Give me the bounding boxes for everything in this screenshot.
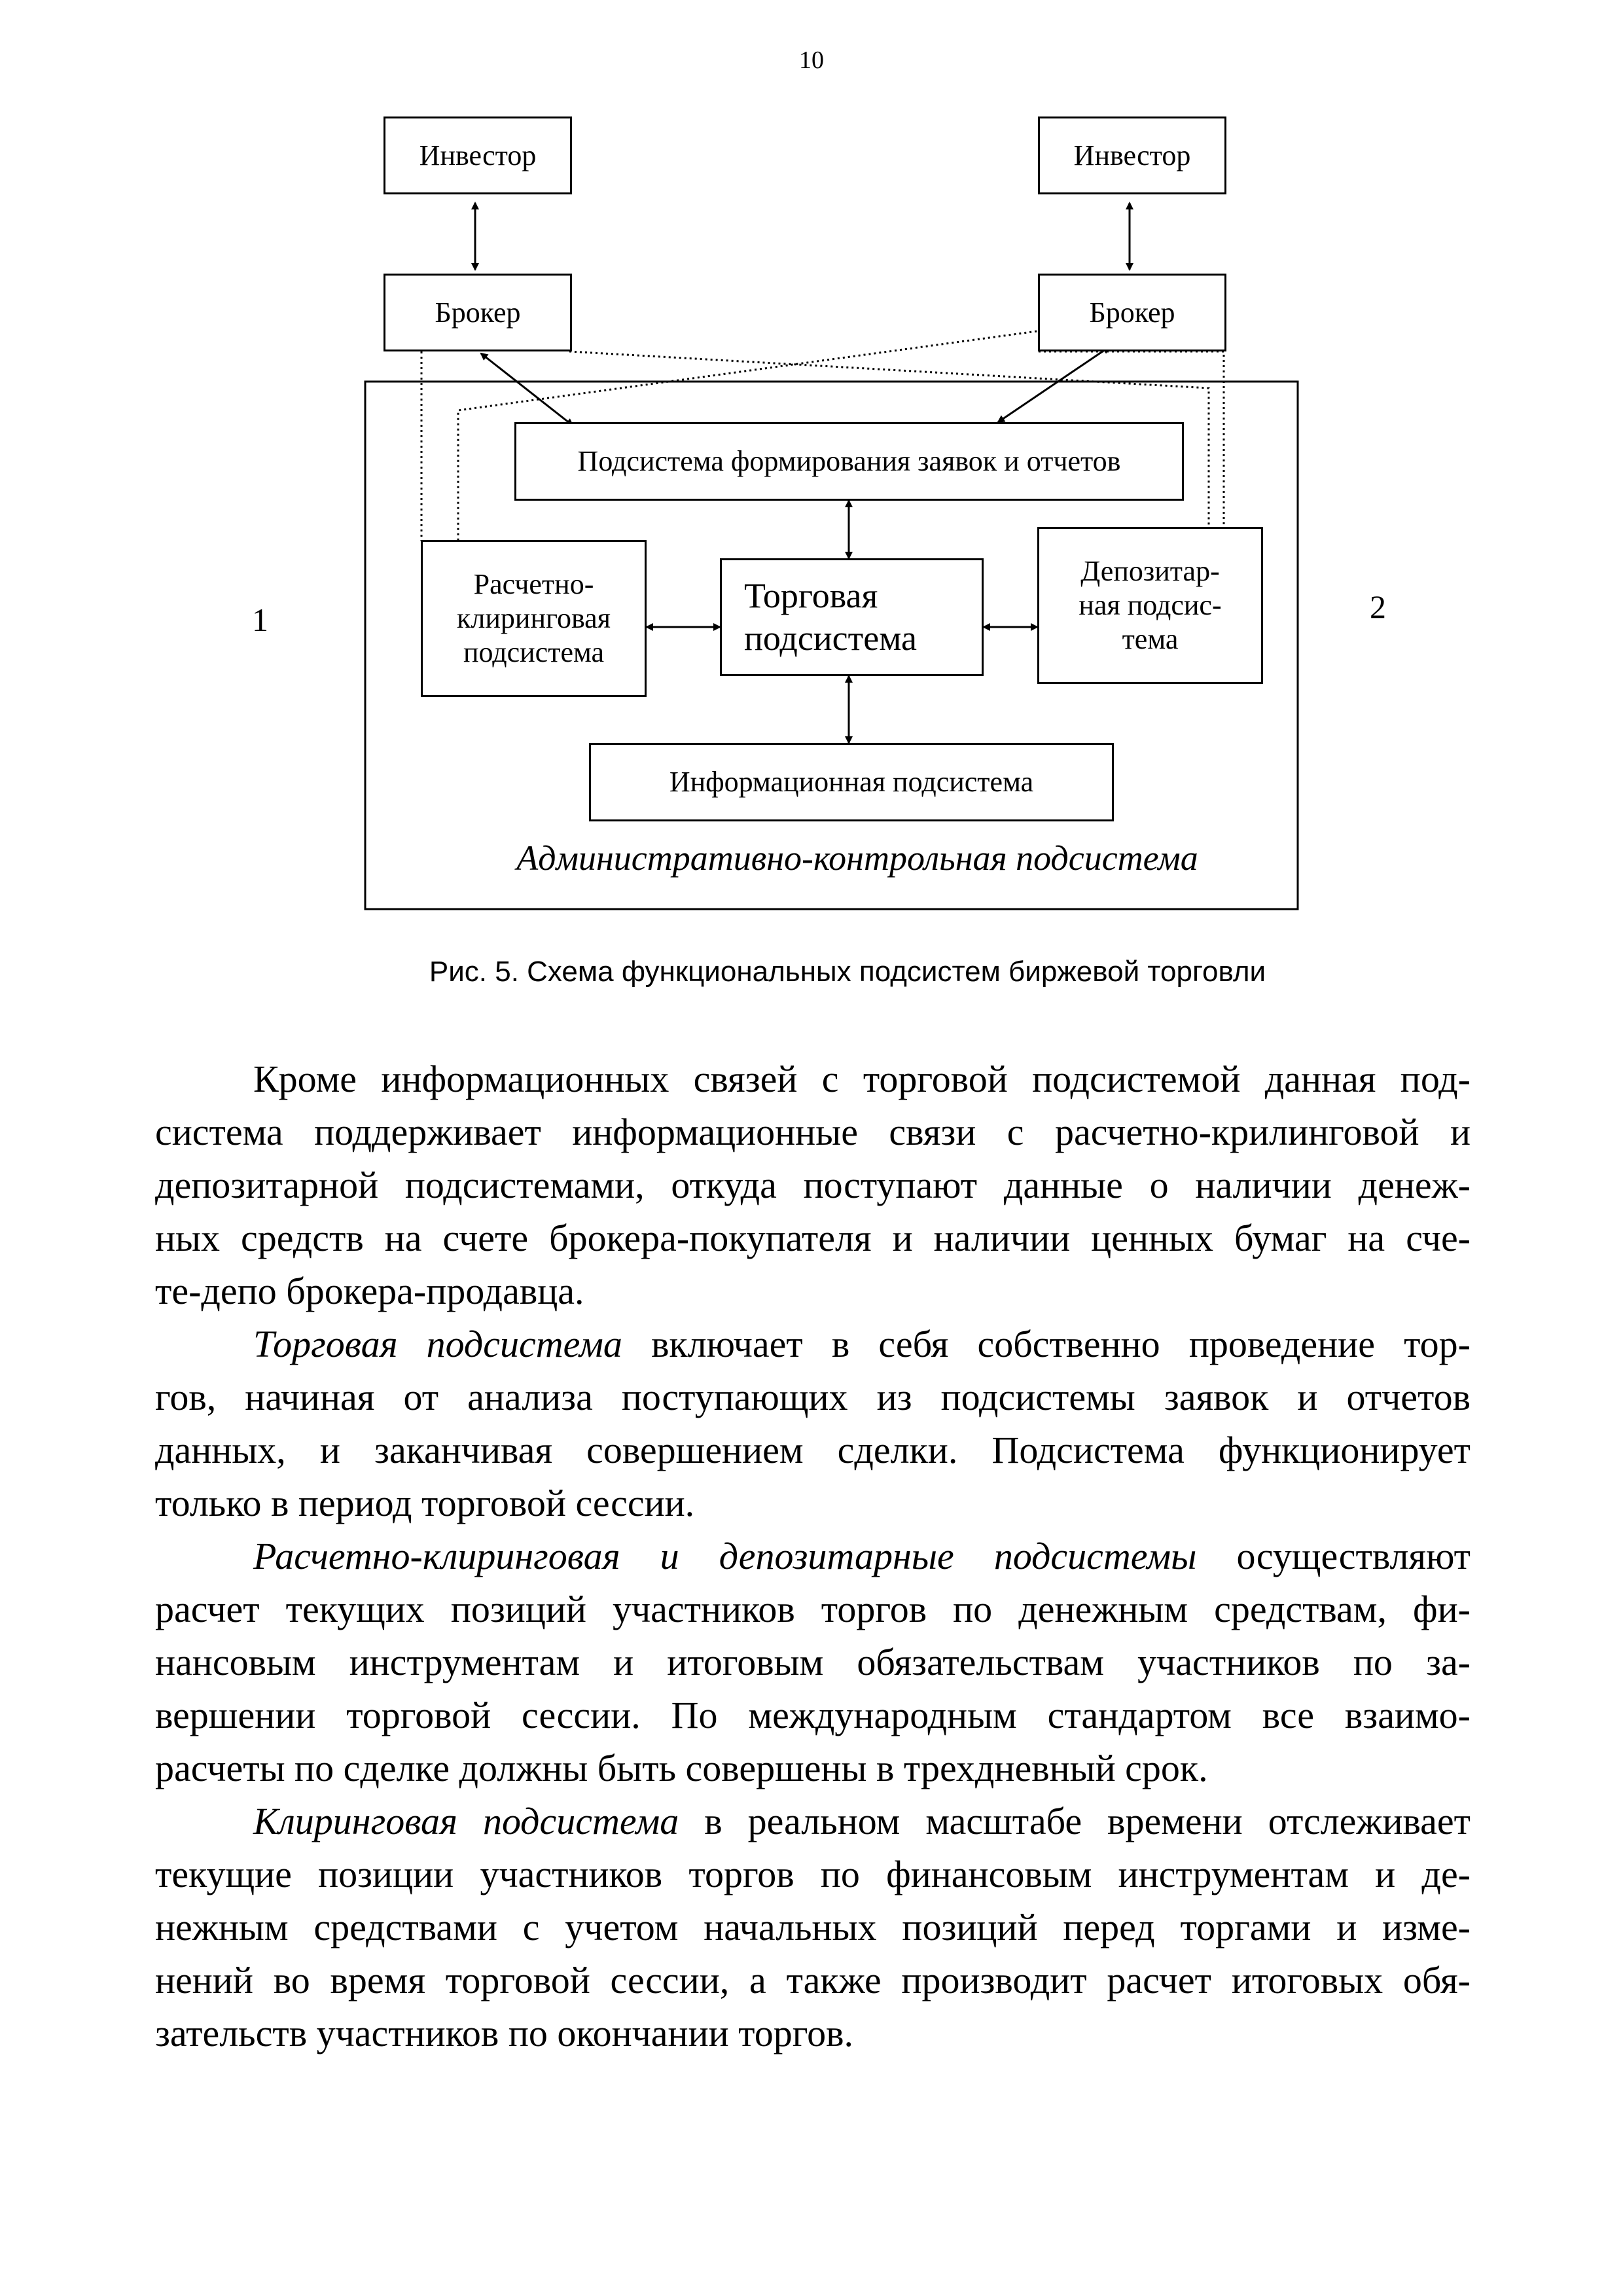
p1-line-2: система поддерживает информационные связ…	[155, 1111, 1471, 1153]
trading-line-1: Торговая	[744, 576, 878, 616]
broker-left-box: Брокер	[383, 274, 572, 351]
paragraph-3: Расчетно-клиринговая и депозитарные подс…	[155, 1530, 1471, 1795]
trading-line-2: подсистема	[744, 619, 917, 658]
broker-right-box: Брокер	[1038, 274, 1226, 351]
info-subsystem-label: Информационная подсистема	[669, 766, 1034, 798]
admin-subsystem-frame	[364, 380, 1299, 910]
p4-italic-lead: Клиринговая подсистема	[253, 1800, 679, 1842]
p4-line-5: зательств участников по окончании торгов…	[155, 2012, 853, 2054]
depository-line-2: ная подсис-	[1079, 589, 1222, 622]
subsystems-diagram: Инвестор Инвестор Брокер Брокер Подсисте…	[0, 0, 1623, 949]
paragraph-2: Торговая подсистема включает в себя собс…	[155, 1318, 1471, 1530]
body-text: Кроме информационных связей с торговой п…	[155, 1052, 1471, 2060]
clearing-line-2: клиринговая	[457, 602, 611, 635]
figure-caption: Рис. 5. Схема функциональных подсистем б…	[429, 956, 1266, 988]
diagram-connectors	[364, 202, 1299, 910]
admin-subsystem-label: Административно-контрольная подсистема	[516, 838, 1198, 878]
p2-line-2: гов, начиная от анализа поступающих из п…	[155, 1376, 1471, 1418]
page-number: 10	[799, 46, 824, 74]
paragraph-1: Кроме информационных связей с торговой п…	[155, 1052, 1471, 1318]
p3-line-2: расчет текущих позиций участников торгов…	[155, 1588, 1471, 1630]
investor-right-box: Инвестор	[1038, 117, 1226, 194]
p4-line-3: нежным средствами с учетом начальных поз…	[155, 1906, 1471, 1948]
p3-line-4: вершении торговой сессии. По международн…	[155, 1694, 1471, 1736]
clearing-subsystem-box: Расчетно- клиринговая подсистема	[421, 540, 647, 697]
p3-line-5: расчеты по сделке должны быть совершены …	[155, 1747, 1208, 1789]
label-right: 2	[1370, 588, 1386, 625]
broker-right-orders-arrow	[997, 346, 1111, 423]
orders-subsystem-box: Подсистема формирования заявок и отчетов	[514, 422, 1184, 501]
investor-left-label: Инвестор	[419, 139, 537, 171]
trading-subsystem-box: Торговая подсистема	[720, 558, 984, 676]
paragraph-4: Клиринговая подсистема в реальном масшта…	[155, 1795, 1471, 2060]
p2-line-3: данных, и заканчивая совершением сделки.…	[155, 1429, 1471, 1471]
broker-right-label: Брокер	[1089, 296, 1175, 329]
p4-line-2: текущие позиции участников торгов по фин…	[155, 1853, 1471, 1895]
investor-right-label: Инвестор	[1073, 139, 1191, 171]
p1-line-3: депозитарной подсистемами, откуда поступ…	[155, 1164, 1471, 1206]
p1-line-4: ных средств на счете брокера-покупателя …	[155, 1217, 1471, 1259]
label-left: 1	[252, 601, 268, 638]
depository-subsystem-box: Депозитар- ная подсис- тема	[1037, 527, 1263, 684]
p4-line-1: в реальном масштабе времени отслеживает	[679, 1800, 1471, 1842]
p1-line-1: Кроме информационных связей с торговой п…	[253, 1058, 1471, 1100]
p3-line-3: нансовым инструментам и итоговым обязате…	[155, 1641, 1471, 1683]
depository-line-1: Депозитар-	[1080, 555, 1220, 588]
p1-line-5: те-депо брокера-продавца.	[155, 1270, 584, 1312]
info-subsystem-box: Информационная подсистема	[589, 743, 1114, 821]
broker-left-orders-arrow	[480, 352, 574, 427]
clearing-line-1: Расчетно-	[473, 568, 594, 601]
orders-subsystem-label: Подсистема формирования заявок и отчетов	[577, 445, 1121, 478]
clearing-line-3: подсистема	[463, 636, 605, 668]
p2-line-4: только в период торговой сессии.	[155, 1482, 695, 1524]
p4-line-4: нений во время торговой сессии, а также …	[155, 1959, 1471, 2001]
broker-left-label: Брокер	[435, 296, 521, 329]
p2-line-1: включает в себя собственно проведение то…	[622, 1323, 1471, 1365]
depository-line-3: тема	[1122, 622, 1179, 655]
p2-italic-lead: Торговая подсистема	[253, 1323, 622, 1365]
p3-line-1: осуществляют	[1196, 1535, 1471, 1577]
p3-italic-lead: Расчетно-клиринговая и депозитарные подс…	[253, 1535, 1197, 1577]
investor-left-box: Инвестор	[383, 117, 572, 194]
dotted-links	[420, 329, 1225, 541]
